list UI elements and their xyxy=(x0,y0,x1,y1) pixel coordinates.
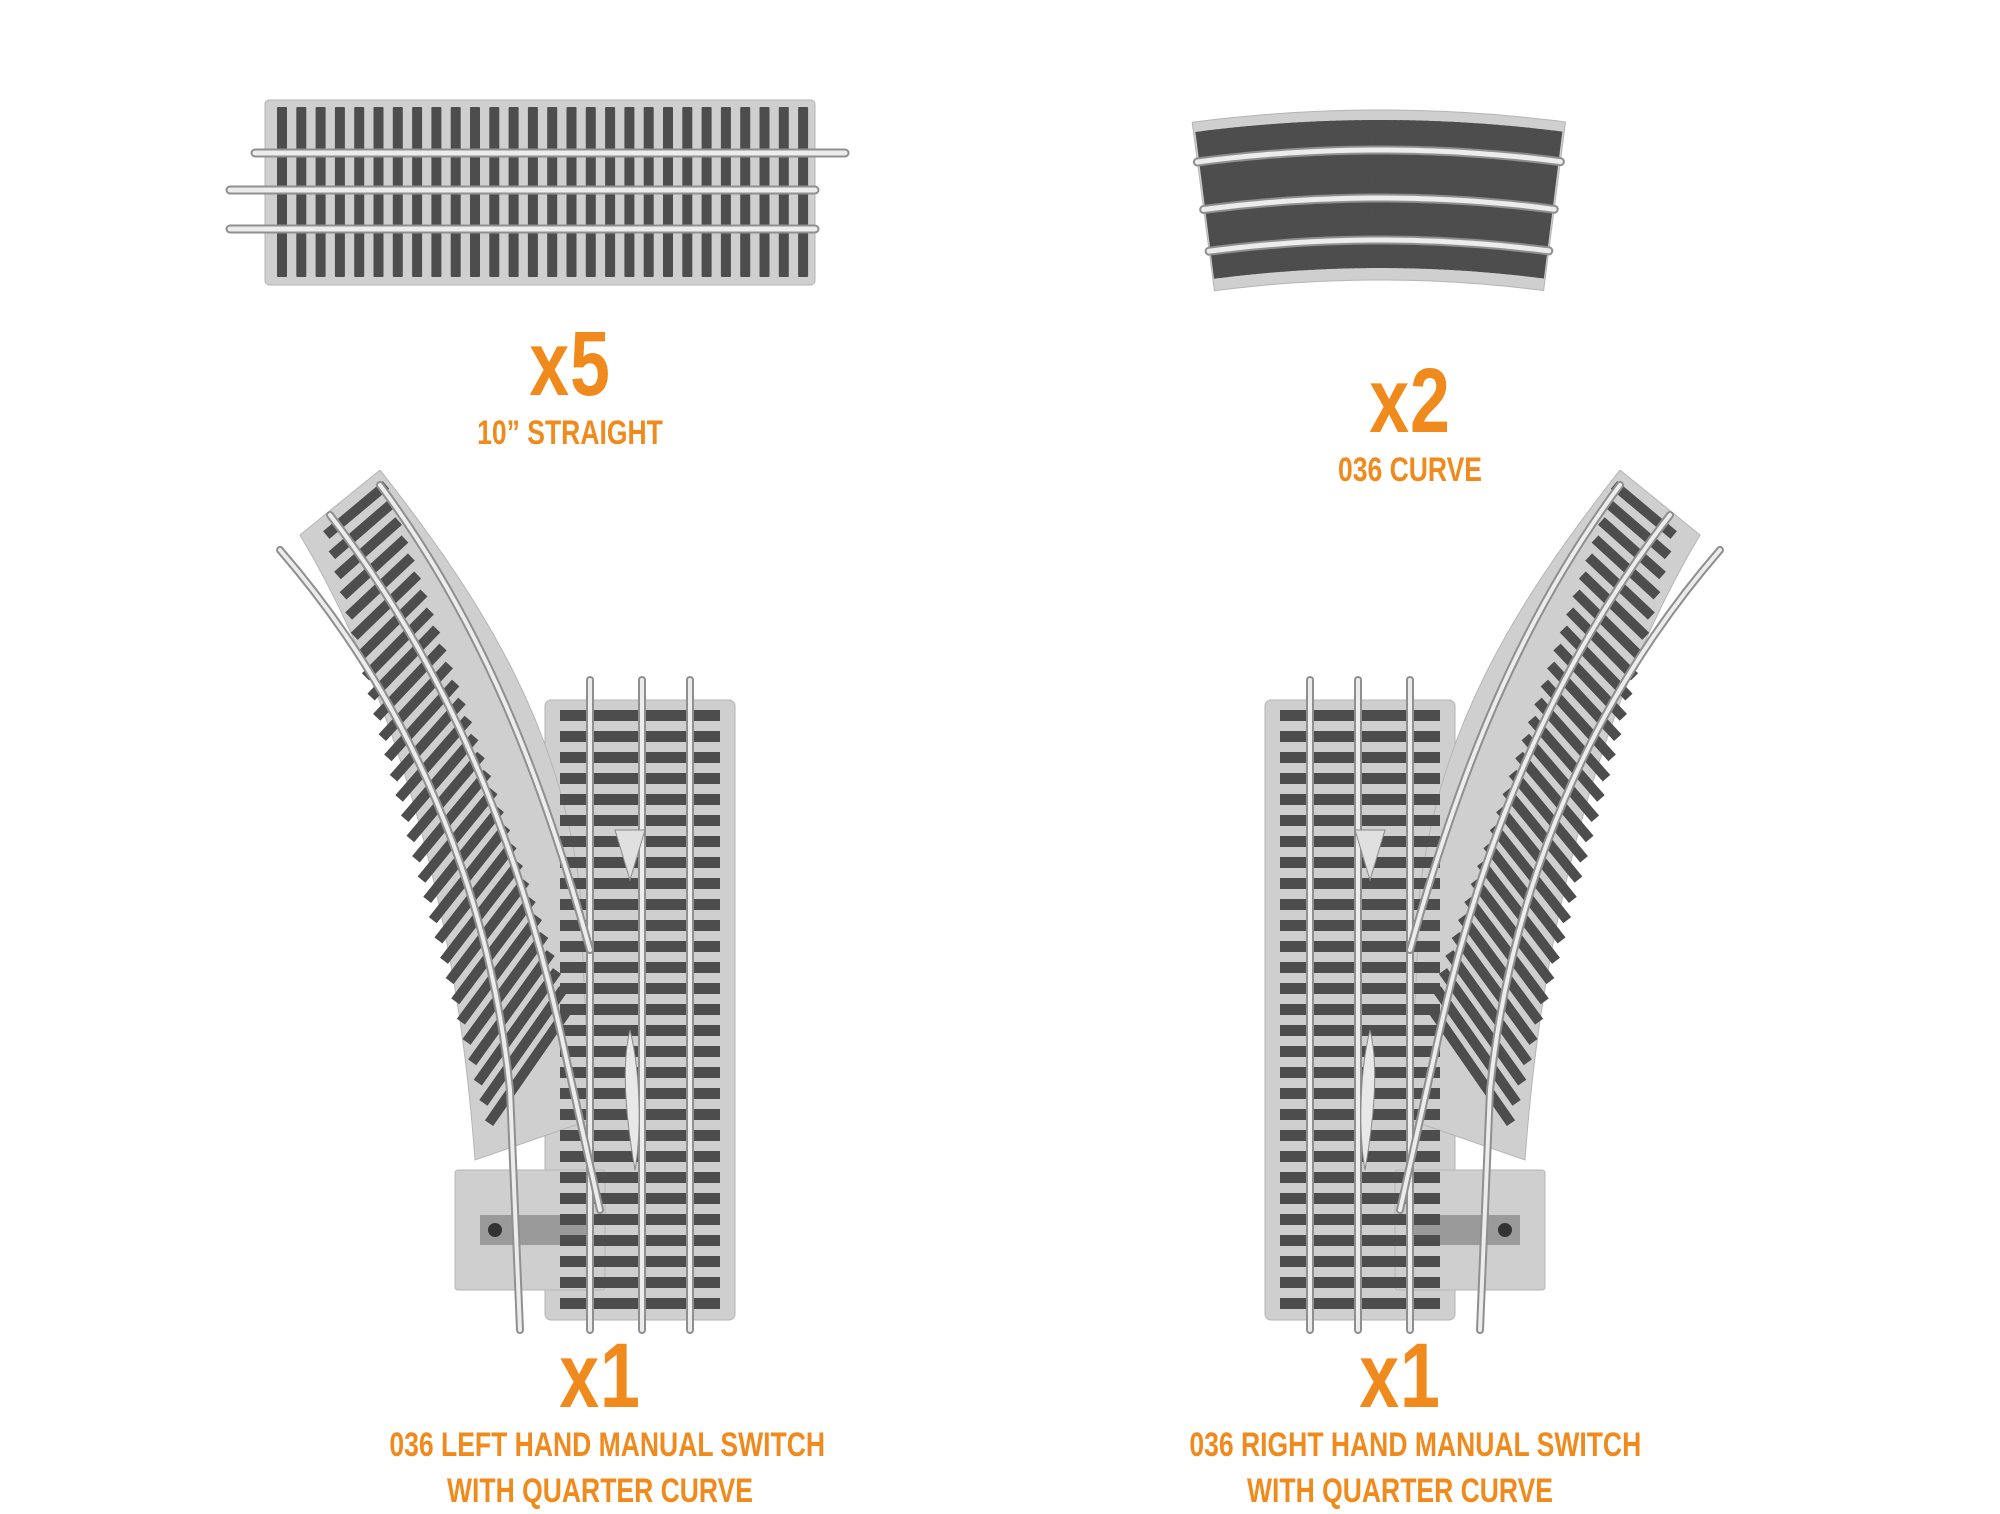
right-switch-qty: x1 xyxy=(1189,1330,1610,1422)
straight-qty: x5 xyxy=(422,318,718,410)
right-switch-label: x1 036 RIGHT HAND MANUAL SWITCH WITH QUA… xyxy=(1130,1330,1670,1514)
curve-qty: x2 xyxy=(1262,355,1558,447)
straight-desc: 10” STRAIGHT xyxy=(422,410,718,456)
straight-label: x5 10” STRAIGHT xyxy=(380,318,760,456)
curve-track-image xyxy=(950,70,1810,350)
right-switch-track-image xyxy=(1240,470,1740,1350)
left-switch-desc-line2: WITH QUARTER CURVE xyxy=(389,1468,810,1514)
right-switch-desc-line2: WITH QUARTER CURVE xyxy=(1189,1468,1610,1514)
left-switch-desc-line1: 036 LEFT HAND MANUAL SWITCH xyxy=(389,1422,810,1468)
left-switch-label: x1 036 LEFT HAND MANUAL SWITCH WITH QUAR… xyxy=(330,1330,870,1514)
right-switch-desc-line1: 036 RIGHT HAND MANUAL SWITCH xyxy=(1189,1422,1610,1468)
left-switch-track-image xyxy=(260,470,760,1350)
straight-track-image xyxy=(215,95,865,295)
left-switch-qty: x1 xyxy=(389,1330,810,1422)
